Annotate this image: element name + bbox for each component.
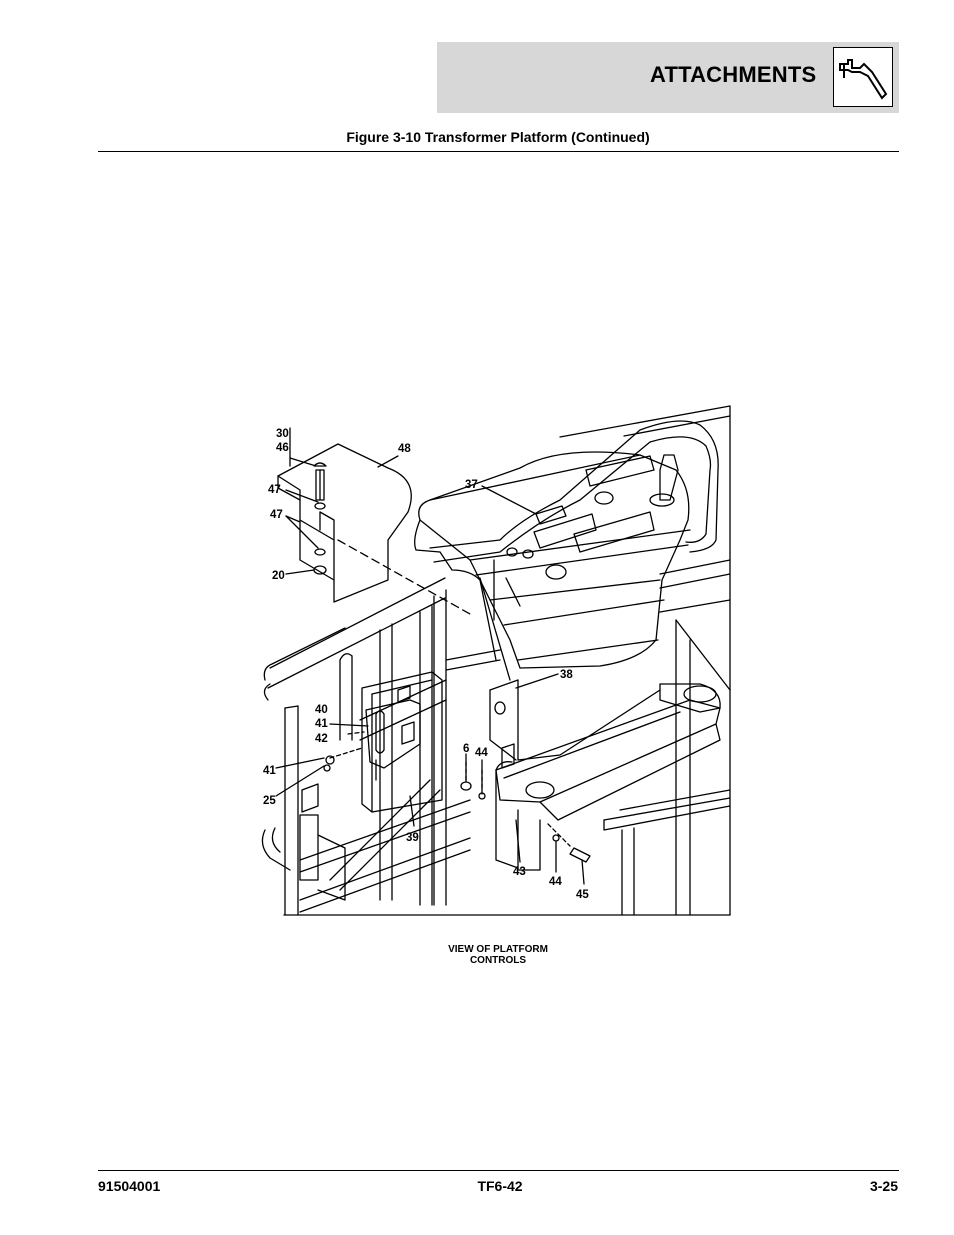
callout-label: 41 — [263, 765, 276, 777]
callout-label: 46 — [276, 442, 289, 454]
callout-label: 39 — [406, 832, 419, 844]
callout-label: 47 — [268, 484, 281, 496]
callout-label: 41 — [315, 718, 328, 730]
footer-rule — [98, 1170, 899, 1171]
figure-title: Figure 3-10 Transformer Platform (Contin… — [346, 129, 650, 145]
callout-label: 6 — [463, 743, 469, 755]
callout-label: 45 — [576, 889, 589, 901]
callout-label: 37 — [465, 479, 478, 491]
callout-label: 44 — [549, 876, 562, 888]
header-rule — [98, 151, 899, 152]
footer-model: TF6-42 — [477, 1178, 523, 1194]
callout-label: 47 — [270, 509, 283, 521]
crane-hook-icon — [833, 47, 893, 107]
callout-label: 42 — [315, 733, 328, 745]
callout-label: 48 — [398, 443, 411, 455]
section-title: ATTACHMENTS — [650, 62, 817, 87]
callout-label: 43 — [513, 866, 526, 878]
callout-label: 20 — [272, 570, 285, 582]
callout-labels: 30 46 48 47 47 20 37 38 40 41 42 41 25 6… — [263, 428, 589, 901]
figure-caption: VIEW OF PLATFORM CONTROLS — [420, 944, 576, 966]
callout-label: 25 — [263, 795, 276, 807]
footer-document-number: 91504001 — [98, 1178, 161, 1194]
footer-page-number: 3-25 — [869, 1178, 898, 1194]
callout-label: 30 — [276, 428, 289, 440]
caption-line: CONTROLS — [469, 955, 527, 966]
callout-label: 44 — [475, 747, 488, 759]
section-header-box — [437, 42, 899, 113]
callout-label: 38 — [560, 669, 573, 681]
callout-label: 40 — [315, 704, 328, 716]
caption-line: VIEW OF PLATFORM — [448, 944, 548, 955]
